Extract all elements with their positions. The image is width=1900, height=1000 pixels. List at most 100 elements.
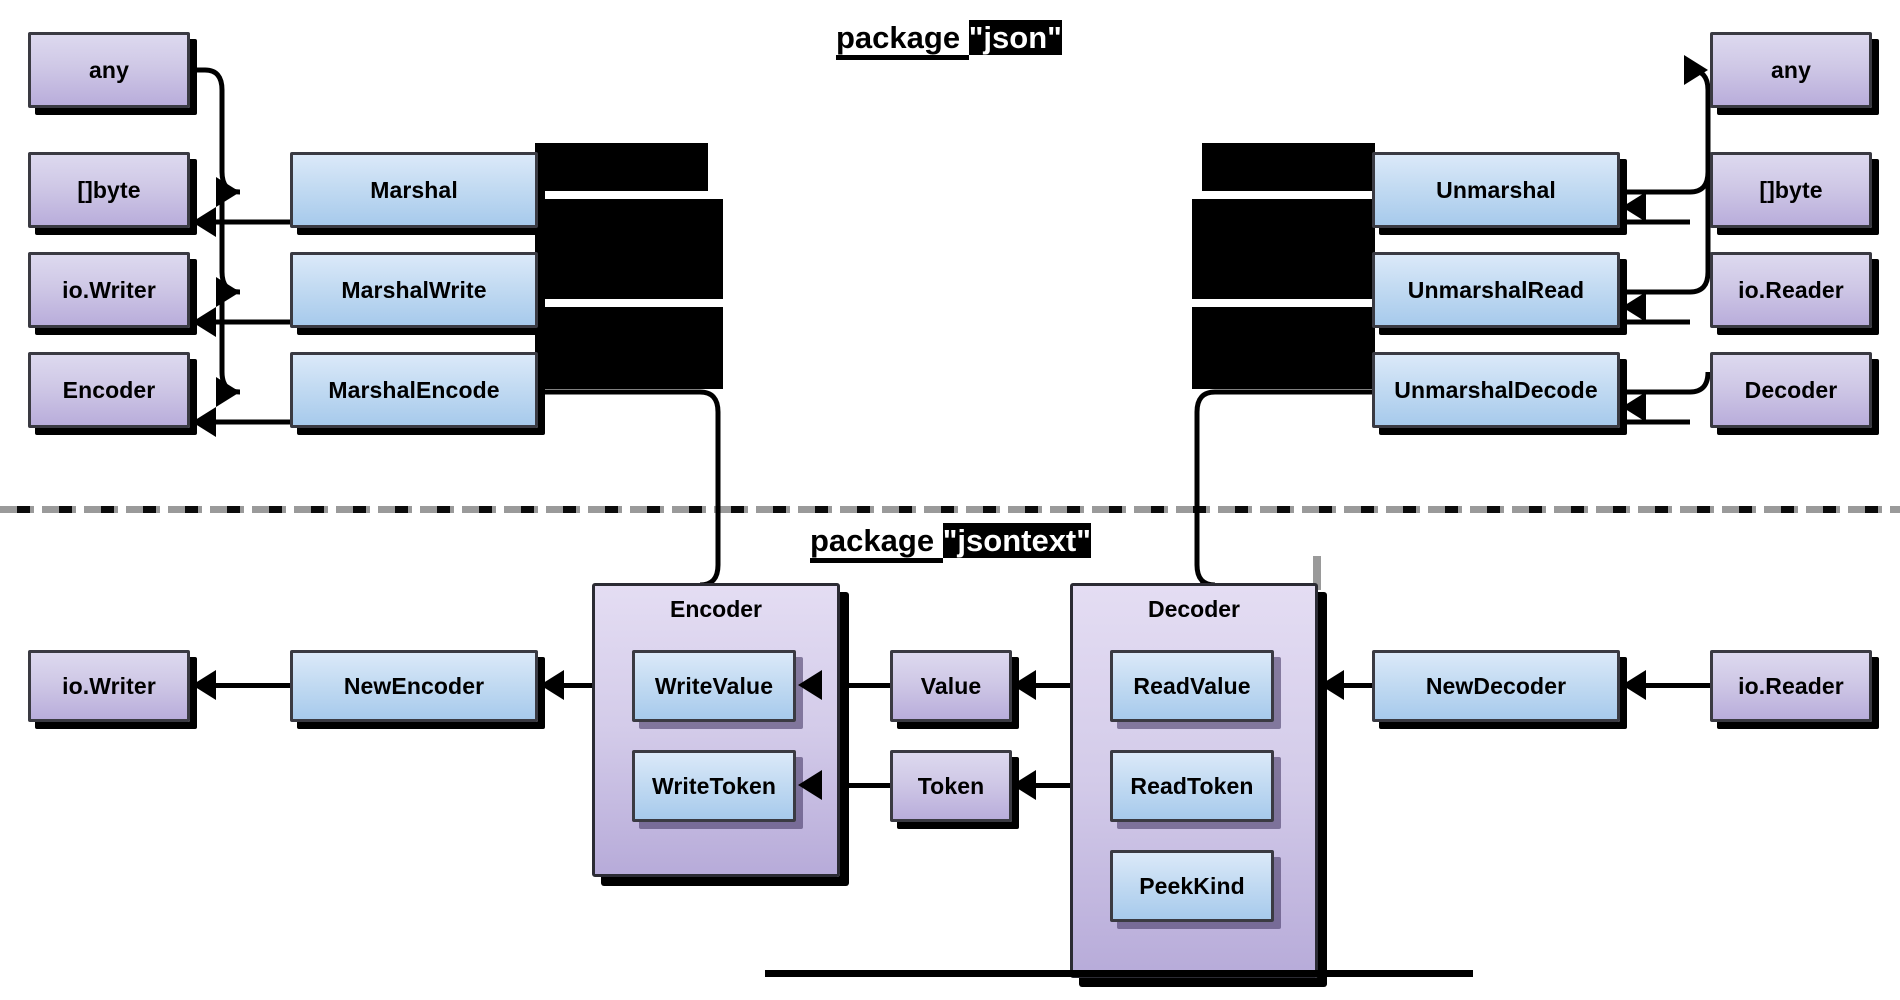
node-writevalue[interactable]: WriteValue bbox=[632, 650, 796, 722]
edge-any-to-marshal bbox=[190, 67, 241, 195]
node-label: Unmarshal bbox=[1436, 176, 1556, 203]
edge-bundle-artifact-left-2 bbox=[535, 199, 723, 299]
node-label: Value bbox=[920, 672, 982, 699]
node-newdecoder[interactable]: NewDecoder bbox=[1372, 650, 1620, 722]
arrowhead-to-marshal bbox=[216, 177, 240, 207]
node-label: []byte bbox=[77, 176, 141, 203]
arrowhead-to-unmarshaldecode bbox=[1622, 392, 1646, 422]
package-json-title: package "json" bbox=[836, 20, 1062, 60]
node-label: NewEncoder bbox=[343, 672, 485, 699]
node-label: WriteValue bbox=[654, 672, 774, 699]
edge-readtoken-to-token bbox=[1012, 783, 1114, 788]
edge-bundle-artifact-left-3 bbox=[535, 307, 723, 389]
arrowhead-to-iowriter bbox=[192, 307, 216, 337]
node-label: any bbox=[1771, 56, 1811, 83]
edge-unmarshal-to-any bbox=[1625, 67, 1711, 195]
node-encoder-type-top[interactable]: Encoder bbox=[28, 352, 190, 428]
edge-bundle-artifact-left-1 bbox=[535, 143, 708, 191]
node-iowriter-bottom[interactable]: io.Writer bbox=[28, 650, 190, 722]
node-bytes-right[interactable]: []byte bbox=[1710, 152, 1872, 228]
node-marshal[interactable]: Marshal bbox=[290, 152, 538, 228]
arrowhead-newencoder bbox=[540, 670, 564, 700]
node-label: any bbox=[89, 56, 129, 83]
node-iowriter-top[interactable]: io.Writer bbox=[28, 252, 190, 328]
node-label: ReadToken bbox=[1130, 772, 1254, 799]
node-readvalue[interactable]: ReadValue bbox=[1110, 650, 1274, 722]
package-jsontext-title-name: "jsontext" bbox=[942, 523, 1091, 558]
arrowhead-decoder-group bbox=[1320, 670, 1344, 700]
node-writetoken[interactable]: WriteToken bbox=[632, 750, 796, 822]
package-json-title-name: "json" bbox=[968, 20, 1062, 55]
arrowhead-to-bytes bbox=[192, 207, 216, 237]
node-unmarshaldecode[interactable]: UnmarshalDecode bbox=[1372, 352, 1620, 428]
edge-marshalencode-to-encoder-group bbox=[540, 389, 721, 588]
package-divider bbox=[0, 506, 1900, 513]
group-encoder-title: Encoder bbox=[669, 596, 763, 622]
package-jsontext-title-prefix: package bbox=[810, 523, 943, 563]
edge-unmarshalread-bus bbox=[1689, 172, 1711, 295]
edge-readvalue-to-value bbox=[1012, 683, 1114, 688]
node-marshalwrite[interactable]: MarshalWrite bbox=[290, 252, 538, 328]
node-readtoken[interactable]: ReadToken bbox=[1110, 750, 1274, 822]
node-label: Marshal bbox=[370, 176, 458, 203]
edge-bundle-artifact-right-1 bbox=[1202, 143, 1375, 191]
node-label: WriteToken bbox=[651, 772, 777, 799]
node-label: UnmarshalDecode bbox=[1394, 376, 1598, 403]
node-unmarshalread[interactable]: UnmarshalRead bbox=[1372, 252, 1620, 328]
node-newencoder[interactable]: NewEncoder bbox=[290, 650, 538, 722]
edge-unmarshaldecode-to-decoder-group bbox=[1194, 389, 1375, 588]
arrowhead-writevalue bbox=[798, 670, 822, 700]
edge-ioreader-to-newdecoder bbox=[1622, 683, 1714, 688]
edge-newencoder-to-iowriter bbox=[192, 683, 292, 688]
node-label: Token bbox=[917, 772, 985, 799]
node-ioreader-top[interactable]: io.Reader bbox=[1710, 252, 1872, 328]
node-peekkind[interactable]: PeekKind bbox=[1110, 850, 1274, 922]
node-unmarshal[interactable]: Unmarshal bbox=[1372, 152, 1620, 228]
node-ioreader-bottom[interactable]: io.Reader bbox=[1710, 650, 1872, 722]
node-label: io.Writer bbox=[62, 672, 156, 699]
package-json-title-prefix: package bbox=[836, 20, 969, 60]
node-marshalencode[interactable]: MarshalEncode bbox=[290, 352, 538, 428]
node-label: io.Reader bbox=[1738, 276, 1844, 303]
node-label: UnmarshalRead bbox=[1407, 276, 1585, 303]
node-label: Encoder bbox=[62, 376, 156, 403]
node-label: []byte bbox=[1759, 176, 1823, 203]
arrowhead-writetoken bbox=[798, 770, 822, 800]
node-label: Decoder bbox=[1744, 376, 1838, 403]
arrowhead-to-marshalwrite bbox=[216, 277, 240, 307]
node-label: io.Writer bbox=[62, 276, 156, 303]
group-encoder[interactable]: Encoder bbox=[592, 583, 840, 877]
arrowhead-to-encoder-type bbox=[192, 407, 216, 437]
edge-newdecoder-to-decodergroup bbox=[1320, 683, 1376, 688]
node-label: MarshalEncode bbox=[328, 376, 500, 403]
node-bytes-left[interactable]: []byte bbox=[28, 152, 190, 228]
group-decoder-title: Decoder bbox=[1147, 596, 1241, 622]
arrowhead-token bbox=[1012, 770, 1036, 800]
node-any-right[interactable]: any bbox=[1710, 32, 1872, 108]
node-label: ReadValue bbox=[1133, 672, 1251, 699]
edge-token-to-writetoken bbox=[796, 783, 896, 788]
node-label: PeekKind bbox=[1139, 872, 1245, 899]
node-label: io.Reader bbox=[1738, 672, 1844, 699]
arrowhead-to-any-right bbox=[1684, 55, 1708, 85]
edge-unmarshaldecode-to-any bbox=[1625, 371, 1711, 395]
arrowhead-iowriter-bottom bbox=[192, 670, 216, 700]
node-value[interactable]: Value bbox=[890, 650, 1012, 722]
node-label: MarshalWrite bbox=[341, 276, 487, 303]
arrowhead-value bbox=[1012, 670, 1036, 700]
bottom-baseline-artifact bbox=[765, 970, 1473, 977]
node-label: NewDecoder bbox=[1425, 672, 1567, 699]
arrowhead-to-unmarshal bbox=[1622, 192, 1646, 222]
edge-bundle-artifact-right-2 bbox=[1192, 199, 1375, 299]
node-token[interactable]: Token bbox=[890, 750, 1012, 822]
package-jsontext-title: package "jsontext" bbox=[810, 523, 1091, 563]
edge-bundle-artifact-right-3 bbox=[1192, 307, 1375, 389]
arrowhead-to-unmarshalread bbox=[1622, 292, 1646, 322]
arrowhead-newdecoder bbox=[1622, 670, 1646, 700]
edge-encodergroup-to-newencoder bbox=[540, 683, 636, 688]
node-any-left[interactable]: any bbox=[28, 32, 190, 108]
node-decoder-type-top[interactable]: Decoder bbox=[1710, 352, 1872, 428]
arrowhead-to-marshalencode bbox=[216, 377, 240, 407]
